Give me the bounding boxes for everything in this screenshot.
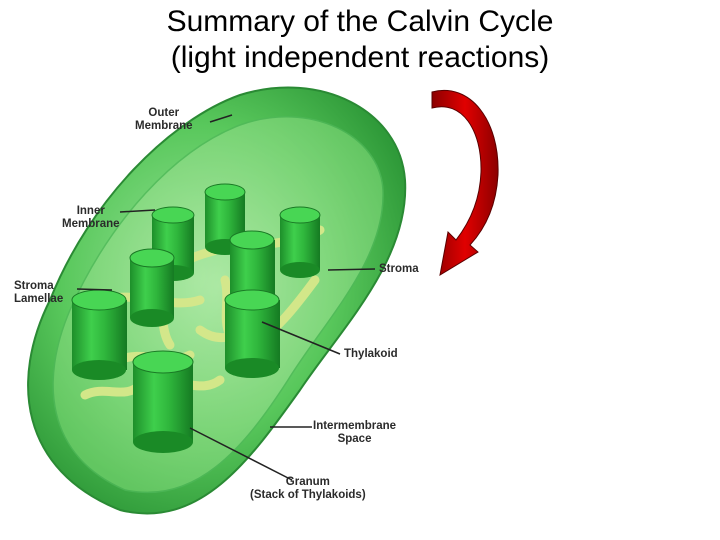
label-inner-membrane: Inner Membrane xyxy=(62,205,120,231)
label-thylakoid: Thylakoid xyxy=(344,348,398,361)
stroma-leader xyxy=(328,269,375,270)
stroma-lamellae-leader xyxy=(77,289,112,290)
label-granum-line1: Granum xyxy=(286,476,330,488)
label-inner-membrane-line1: Inner xyxy=(77,205,105,217)
label-intermembrane-space: Intermembrane Space xyxy=(313,420,396,446)
granum-stack xyxy=(130,249,174,327)
granum-stack xyxy=(72,290,127,380)
label-granum-line2: (Stack of Thylakoids) xyxy=(250,489,366,501)
label-stroma: Stroma xyxy=(379,263,419,276)
label-granum: Granum (Stack of Thylakoids) xyxy=(250,476,366,502)
label-stroma-lamellae-line2: Lamellae xyxy=(14,293,63,305)
granum-stack xyxy=(225,290,280,378)
label-outer-membrane-line1: Outer xyxy=(148,107,179,119)
curved-arrow-icon xyxy=(432,90,498,275)
granum-stack xyxy=(133,351,193,453)
label-outer-membrane-line2: Membrane xyxy=(135,120,193,132)
label-outer-membrane: Outer Membrane xyxy=(135,107,193,133)
label-inner-membrane-line2: Membrane xyxy=(62,218,120,230)
label-intermembrane-line1: Intermembrane xyxy=(313,420,396,432)
granum-stack xyxy=(280,207,320,278)
label-intermembrane-line2: Space xyxy=(338,433,372,445)
label-stroma-lamellae: Stroma Lamellae xyxy=(14,280,63,306)
label-stroma-lamellae-line1: Stroma xyxy=(14,280,54,292)
